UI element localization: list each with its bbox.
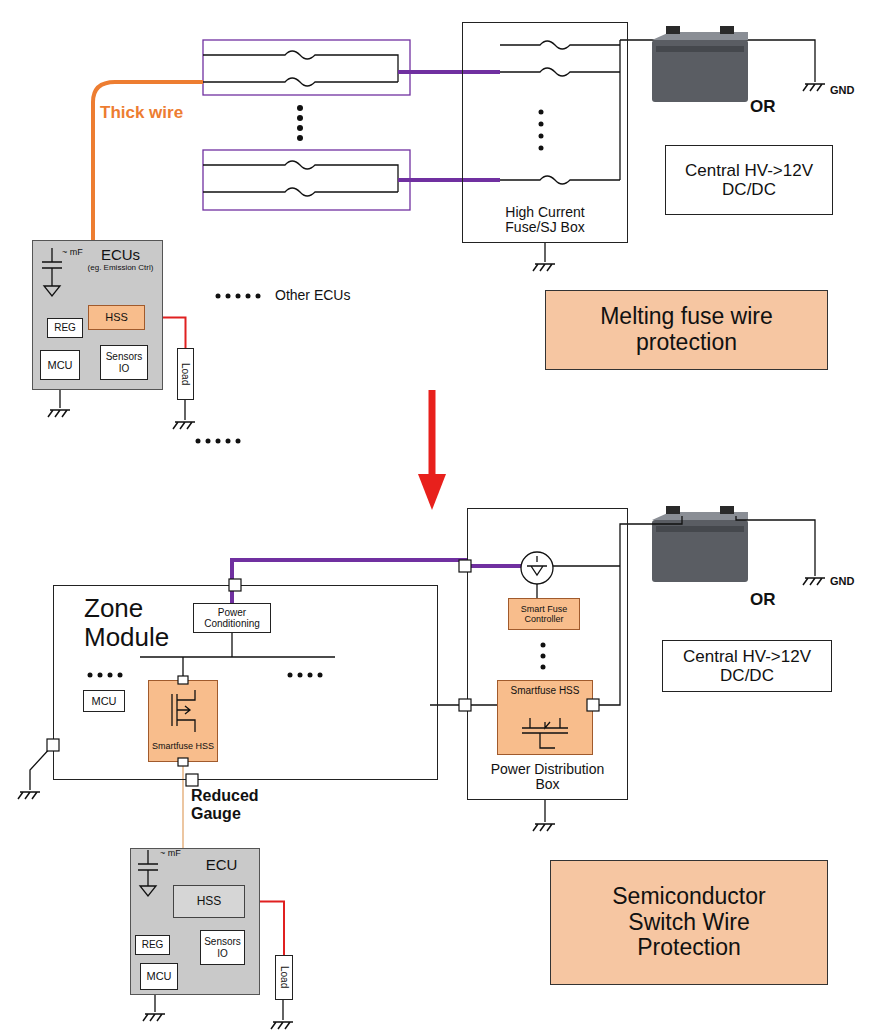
load-box: Load — [177, 348, 194, 400]
smart-fuse-controller: Smart Fuse Controller — [508, 598, 580, 630]
hss-box: HSS — [173, 885, 245, 918]
dcdc-box: Central HV->12V DC/DC — [662, 640, 832, 692]
node-text: Central HV->12V DC/DC — [675, 647, 819, 685]
reg-box: REG — [135, 935, 170, 955]
power-conditioning-box: Power Conditioning — [193, 603, 271, 633]
node-text: REG — [54, 322, 76, 333]
sensors-box: Sensors IO — [100, 345, 148, 380]
title-box: Melting fuse wire protection — [545, 290, 828, 370]
node-text: MCU — [91, 695, 116, 707]
node-text: Power Conditioning — [196, 607, 268, 629]
node-text: MCU — [146, 970, 171, 982]
node-text: Zone Module — [84, 594, 214, 652]
wire-label: Thick wire — [100, 103, 183, 123]
node-text: Load — [180, 363, 191, 385]
mcu-box: MCU — [140, 963, 178, 990]
mcu-box: MCU — [40, 350, 80, 380]
node-text: Load — [278, 966, 289, 988]
node-text: Semiconductor Switch Wire Protection — [591, 884, 787, 961]
ground-label: GND — [830, 84, 854, 96]
capacitor-value: ~ mF — [160, 848, 181, 858]
wire-connector — [182, 762, 184, 848]
dcdc-box: Central HV->12V DC/DC — [665, 145, 833, 215]
node-text: Smart Fuse Controller — [511, 604, 577, 624]
power-distribution-box: Power Distribution Box Smart Fuse Control… — [467, 508, 628, 800]
node-text: High Current Fuse/SJ Box — [485, 205, 605, 236]
node-text: ECUs — [101, 247, 140, 264]
smartfuse-hss-box: Smartfuse HSS — [148, 680, 218, 762]
note-text: Other ECUs — [275, 287, 350, 303]
smartfuse-hss-box: Smartfuse HSS — [497, 680, 593, 755]
node-text: Central HV->12V DC/DC — [680, 161, 818, 199]
node-text: Smartfuse HSS — [152, 741, 214, 751]
sensors-box: Sensors IO — [200, 930, 245, 965]
node-text: HSS — [105, 311, 128, 323]
or-label: OR — [750, 97, 776, 117]
node-subtext: (eg. Emission Ctrl) — [88, 264, 154, 273]
node-text: ECU — [206, 857, 238, 874]
node-text: REG — [142, 939, 164, 950]
ground-label: GND — [830, 575, 854, 587]
wire-connector — [232, 560, 467, 603]
zone-module: Zone ModulePower ConditioningMCU Smartfus… — [53, 585, 438, 780]
fuse-box: High Current Fuse/SJ Box — [462, 22, 628, 243]
node-text: HSS — [197, 895, 222, 908]
node-text: Sensors IO — [203, 936, 242, 958]
hss-box: HSS — [88, 305, 145, 330]
node-text: MCU — [47, 359, 72, 371]
title-box: Semiconductor Switch Wire Protection — [550, 860, 828, 985]
mcu-box: MCU — [83, 690, 125, 712]
load-box: Load — [275, 955, 293, 1000]
wire-label: Reduced Gauge — [191, 787, 271, 824]
node-text: Smartfuse HSS — [511, 685, 580, 696]
ecu-box: ECUs(eg. Emission Ctrl) REG HSS MCU Sensors … — [32, 240, 163, 390]
node-text: Melting fuse wire protection — [586, 304, 787, 356]
ecu-box: ECU REG HSS MCU Sensors IO — [130, 848, 260, 995]
or-label: OR — [750, 590, 776, 610]
capacitor-value: ~ mF — [62, 247, 83, 257]
reg-box: REG — [47, 318, 83, 338]
node-text: Power Distribution Box — [478, 762, 617, 793]
node-text: Sensors IO — [103, 351, 145, 373]
